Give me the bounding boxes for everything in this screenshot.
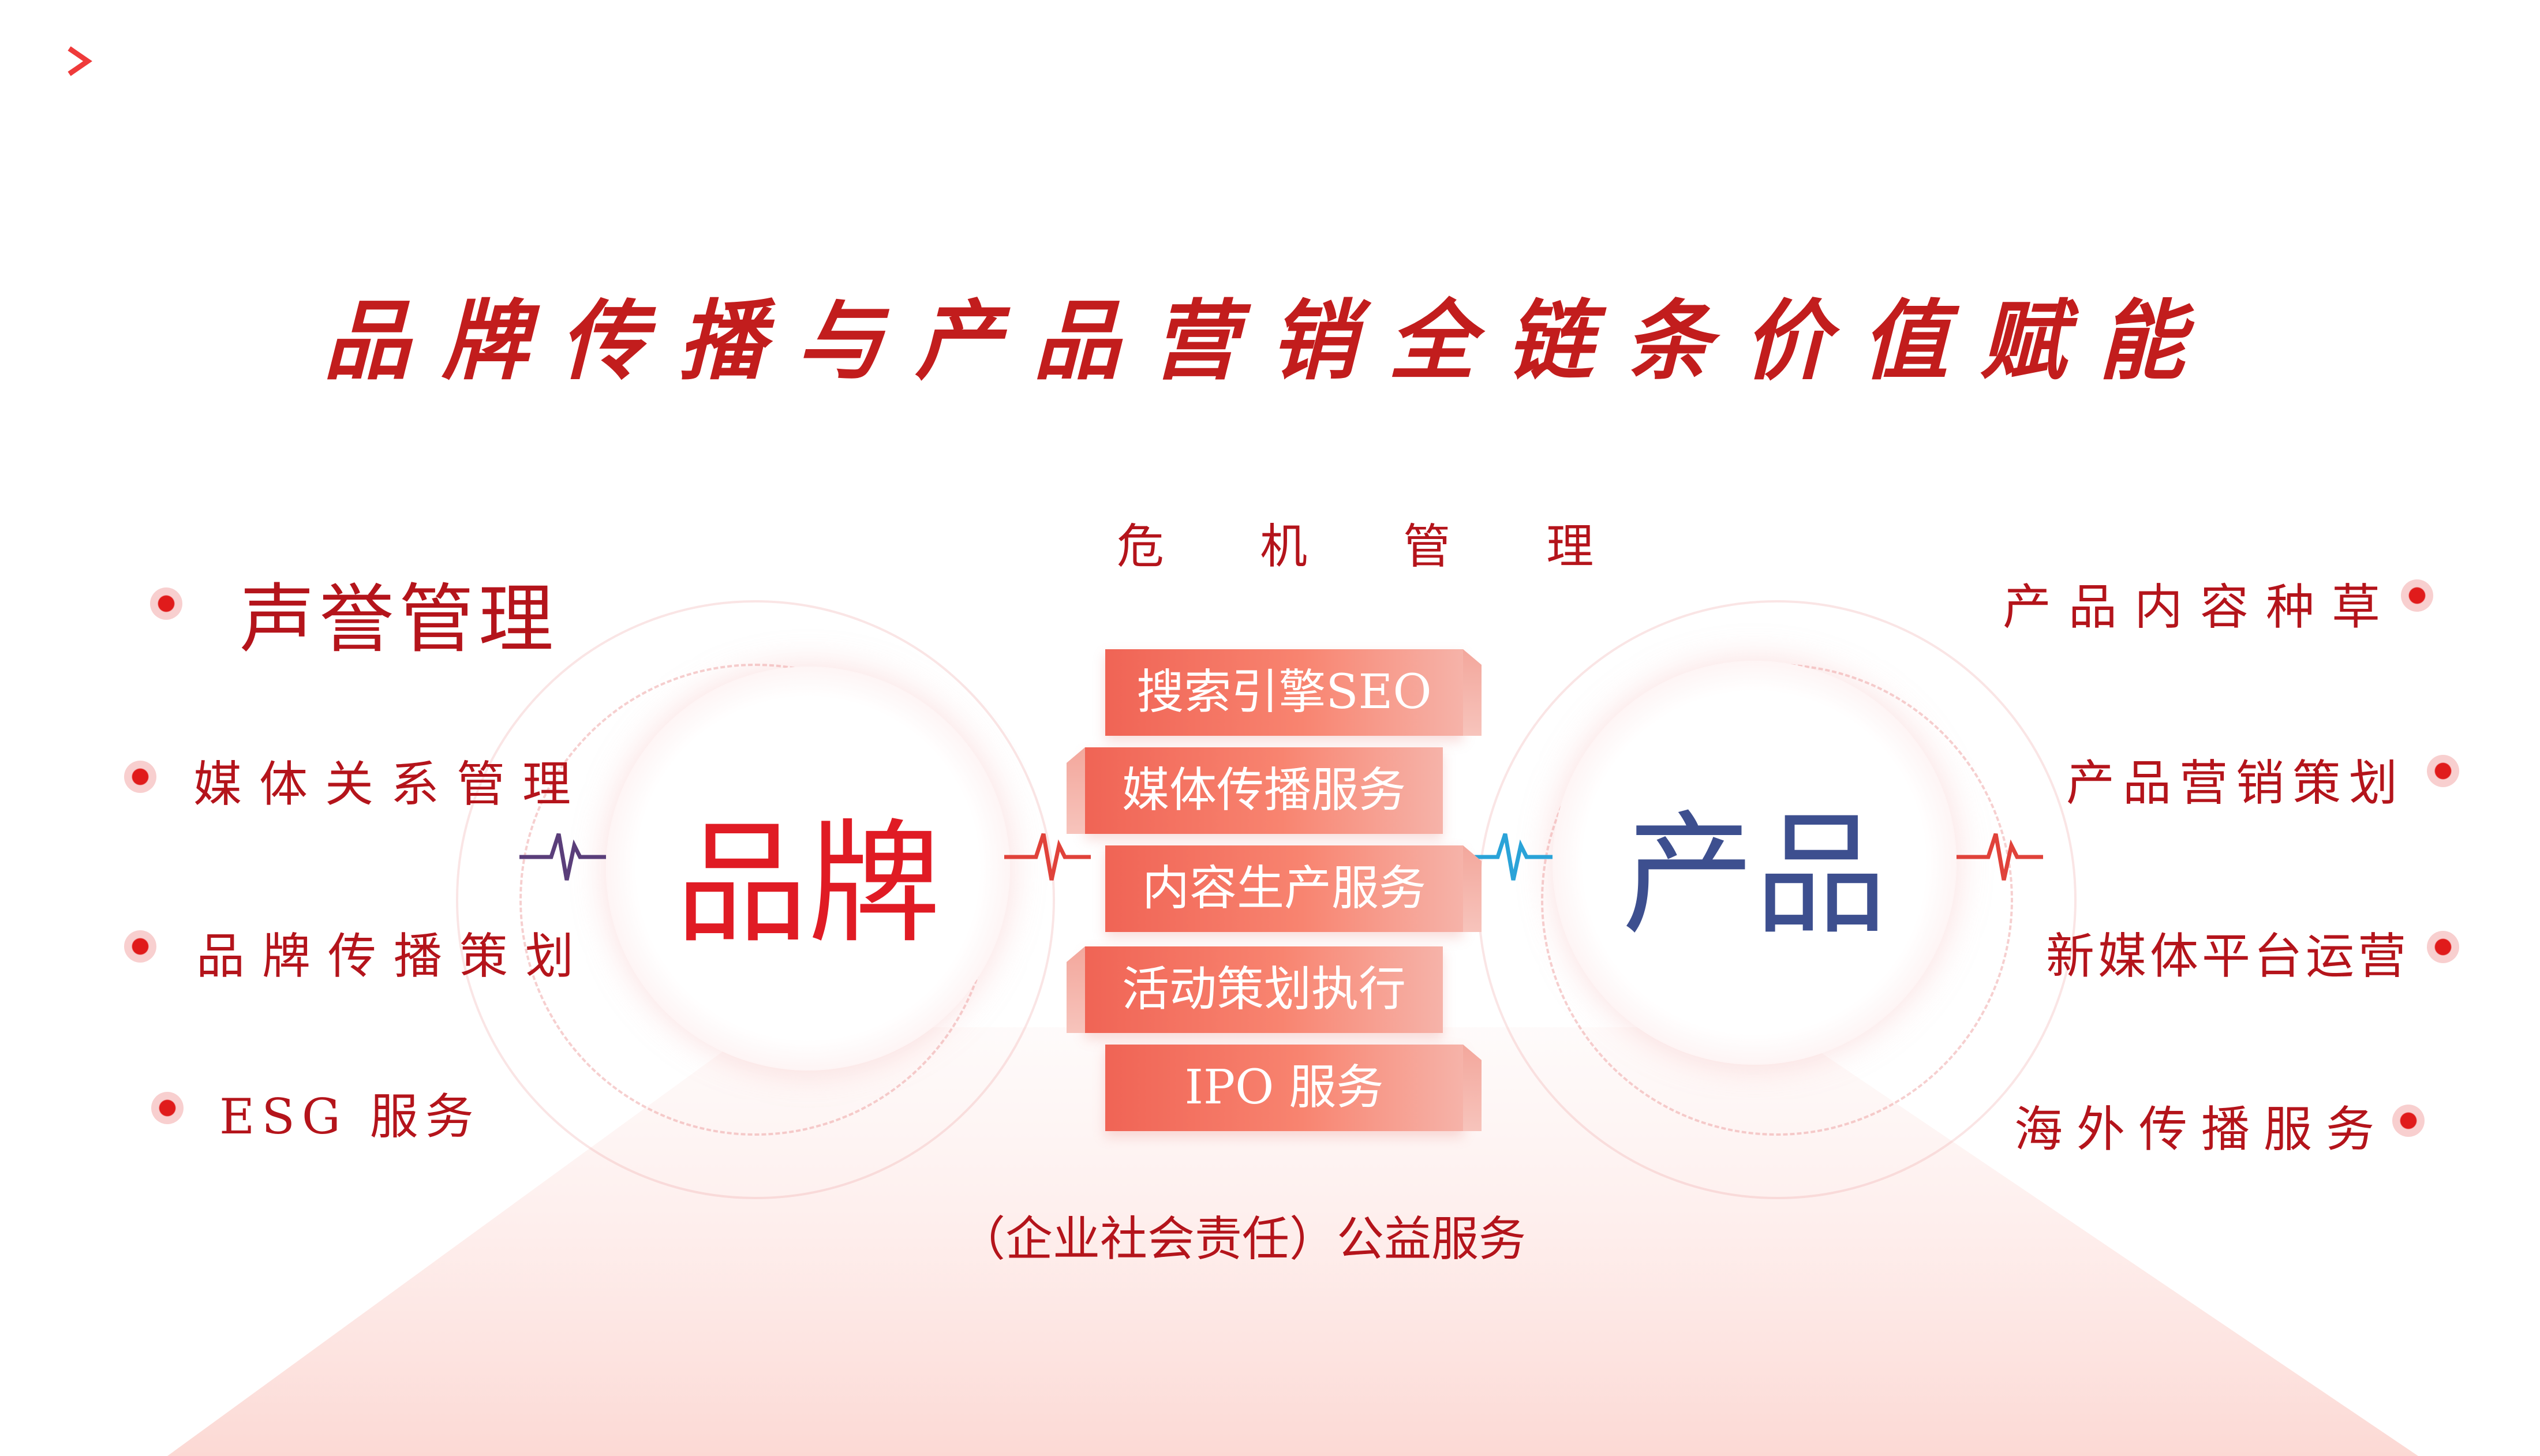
dot-icon	[124, 761, 156, 793]
right-item-content-seeding: 产品内容种草	[2003, 579, 2398, 635]
brand-circle	[606, 667, 1010, 1071]
brand-label: 品牌	[675, 807, 941, 961]
dot-icon	[2392, 1105, 2425, 1137]
right-item-new-media: 新媒体平台运营	[2046, 928, 2410, 985]
page-title: 品牌传播与产品营销全链条价值赋能	[323, 290, 2217, 392]
heartbeat-pulse-icon	[1957, 833, 2043, 881]
chevron-right-icon	[68, 46, 92, 76]
band-seo: 搜索引擎SEO	[1105, 649, 1463, 736]
right-item-marketing-planning: 产品营销策划	[2066, 755, 2406, 811]
left-item-brand-planning: 品牌传播策划	[196, 928, 592, 985]
csr-label: （企业社会责任）公益服务	[958, 1212, 1527, 1267]
heartbeat-pulse-icon	[519, 833, 606, 881]
left-item-reputation: 声誉管理	[240, 575, 559, 663]
product-circle	[1553, 661, 1957, 1065]
dot-icon	[151, 1092, 184, 1124]
right-item-overseas: 海外传播服务	[2014, 1101, 2389, 1158]
dot-icon	[2401, 579, 2433, 612]
dot-icon	[2427, 755, 2459, 787]
dot-icon	[2427, 931, 2459, 963]
brand-outer-ring	[456, 600, 1055, 1199]
left-item-media: 媒体关系管理	[193, 756, 589, 813]
heartbeat-pulse-icon	[1466, 833, 1553, 881]
band-ipo: IPO 服务	[1105, 1045, 1463, 1131]
band-media: 媒体传播服务	[1085, 747, 1443, 834]
product-label: 产品	[1621, 799, 1887, 953]
band-content: 内容生产服务	[1105, 845, 1463, 932]
band-events: 活动策划执行	[1085, 946, 1443, 1033]
left-item-esg: ESG 服务	[219, 1088, 481, 1145]
heartbeat-pulse-icon	[1004, 833, 1091, 881]
dot-icon	[150, 587, 182, 620]
dot-icon	[124, 930, 156, 963]
crisis-management-label: 危 机 管 理	[1117, 519, 1634, 574]
